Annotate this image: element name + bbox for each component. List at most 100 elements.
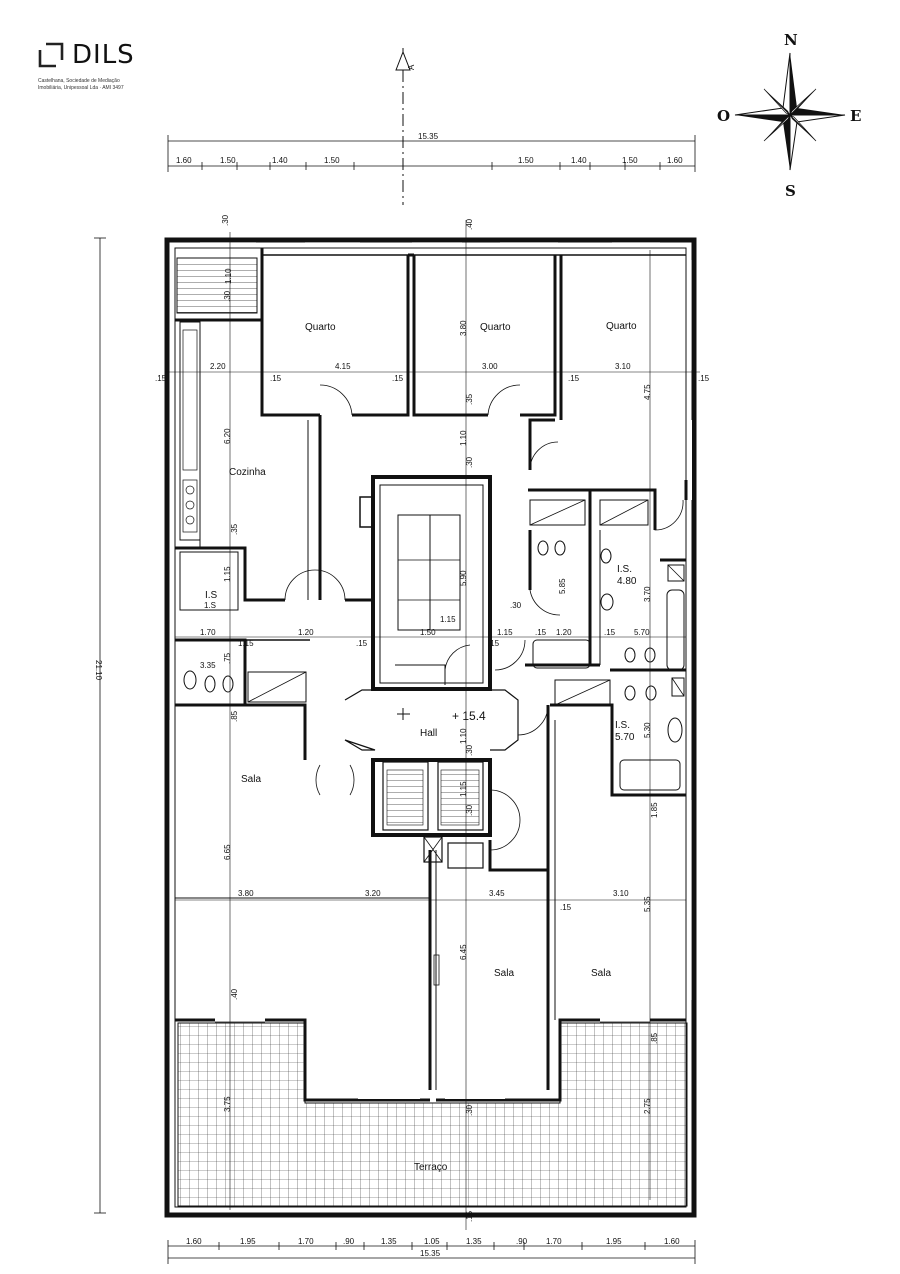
dim-interior: 1.15 [459, 781, 468, 797]
compass-rose-icon: N S E O [717, 31, 861, 200]
dim-interior: 1.S [204, 601, 216, 610]
dim-bottom-seg: 1.60 [664, 1237, 680, 1246]
dim-interior: .30 [221, 214, 230, 226]
dim-interior: 1.10 [459, 728, 468, 744]
room-label-is: I.S. [617, 564, 632, 575]
dim-interior: 5.30 [643, 722, 652, 738]
dim-top-seg: 1.60 [176, 156, 192, 165]
room-label-sala: Sala [494, 968, 514, 979]
room-label-sala: Sala [591, 968, 611, 979]
dim-bottom-seg: 1.70 [546, 1237, 562, 1246]
dim-interior: .85 [230, 710, 239, 722]
compass-east: E [850, 107, 861, 125]
dim-interior: 1.20 [298, 628, 314, 637]
dim-interior: 5.90 [459, 570, 468, 586]
brand-name: DILS [72, 40, 135, 70]
dim-bottom-seg: 1.95 [606, 1237, 622, 1246]
dim-interior: .15 [568, 374, 580, 383]
dim-interior: .30 [510, 601, 522, 610]
dim-interior: 6.20 [223, 428, 232, 444]
dim-interior: 4.15 [335, 362, 351, 371]
dim-top-seg: 1.60 [667, 156, 683, 165]
dim-bottom-seg: 1.05 [424, 1237, 440, 1246]
dim-interior: 3.10 [615, 362, 631, 371]
dim-top-seg: 1.50 [220, 156, 236, 165]
top-dimensions [167, 135, 696, 172]
lift-hatch-right [440, 769, 480, 826]
brand-subtitle: Castelhana, Sociedade de Mediação Imobil… [38, 78, 124, 91]
dim-interior: .30 [465, 804, 474, 816]
lift-hatch-left [386, 769, 424, 826]
dim-interior: .30 [223, 290, 232, 302]
dim-interior: 1.15 [238, 639, 254, 648]
dim-bottom-seg: 1.60 [186, 1237, 202, 1246]
dim-interior: 1.70 [200, 628, 216, 637]
level-marker-icon [397, 708, 410, 720]
dim-bottom-seg: .90 [343, 1237, 355, 1246]
dim-interior: .35 [465, 393, 474, 405]
room-label-quarto: Quarto [480, 322, 511, 333]
building-walls [164, 237, 697, 1218]
dim-top-total: 15.35 [418, 132, 439, 141]
room-label-sala: Sala [241, 774, 261, 785]
dim-interior: 3.00 [482, 362, 498, 371]
dim-interior: 1.20 [556, 628, 572, 637]
dim-left-total: 21.10 [94, 660, 103, 681]
dim-interior: .15 [535, 628, 547, 637]
section-marker-label: A [407, 64, 416, 70]
dim-interior: 1.10 [224, 268, 233, 284]
dim-interior: .15 [356, 639, 368, 648]
dim-interior: 3.70 [643, 586, 652, 602]
kitchen-counter [182, 329, 198, 533]
bottom-dimensions [167, 1240, 696, 1264]
dim-interior: 3.20 [365, 889, 381, 898]
dim-interior: .30 [465, 456, 474, 468]
dim-interior: 5.35 [643, 896, 652, 912]
dim-interior: .35 [230, 523, 239, 535]
section-marker-icon: A [395, 48, 416, 205]
dim-bottom-seg: 1.35 [466, 1237, 482, 1246]
dim-interior: .75 [223, 652, 232, 664]
dim-interior: 6.65 [223, 844, 232, 860]
dim-interior: .15 [155, 374, 167, 383]
dim-interior: .15 [465, 1210, 474, 1222]
room-label-quarto: Quarto [606, 321, 637, 332]
compass-north: N [784, 31, 798, 49]
dim-interior: 3.80 [238, 889, 254, 898]
dim-interior: 1.15 [223, 566, 232, 582]
room-label-terraco: Terraço [414, 1162, 448, 1173]
dim-interior: .15 [698, 374, 710, 383]
dim-interior: 1.50 [420, 628, 436, 637]
dim-interior: 1.85 [650, 802, 659, 818]
dim-interior: .15 [604, 628, 616, 637]
dim-top-seg: 1.50 [324, 156, 340, 165]
dim-interior: 3.35 [200, 661, 216, 670]
dim-interior: 6.45 [459, 944, 468, 960]
dim-interior: .30 [465, 1104, 474, 1116]
dim-bottom-seg: 1.35 [381, 1237, 397, 1246]
hall-level: + 15.4 [452, 709, 486, 723]
dim-interior: 1.10 [459, 430, 468, 446]
dim-bottom-seg: 1.95 [240, 1237, 256, 1246]
left-dimension [94, 237, 106, 1214]
dim-interior: .40 [230, 988, 239, 1000]
dim-interior: 5.70 [634, 628, 650, 637]
room-area-is: 5.70 [615, 732, 635, 743]
terrace-tiles [177, 1022, 688, 1207]
dim-top-seg: 1.50 [518, 156, 534, 165]
compass-south: S [785, 182, 796, 200]
dim-interior: .40 [465, 218, 474, 230]
dim-top-seg: 1.50 [622, 156, 638, 165]
dim-top-seg: 1.40 [571, 156, 587, 165]
compass-west: O [717, 107, 730, 125]
dim-bottom-total: 15.35 [420, 1249, 441, 1258]
dim-interior: .15 [560, 903, 572, 912]
dim-interior: 2.75 [643, 1098, 652, 1114]
dim-bottom-seg: .90 [516, 1237, 528, 1246]
dim-bottom-seg: 1.70 [298, 1237, 314, 1246]
dim-interior: 5.85 [558, 578, 567, 594]
room-label-quarto: Quarto [305, 322, 336, 333]
room-area-is: 4.80 [617, 576, 637, 587]
dim-interior: 2.20 [210, 362, 226, 371]
